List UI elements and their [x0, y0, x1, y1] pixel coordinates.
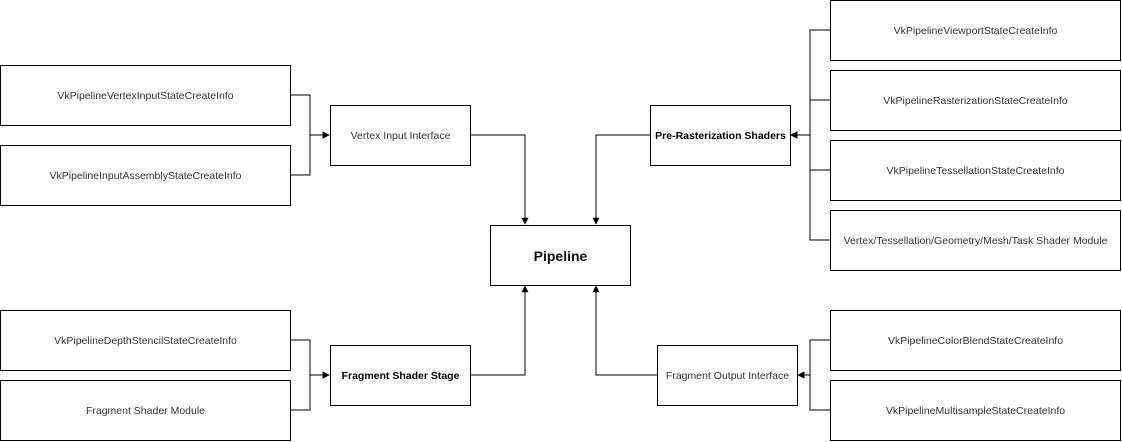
multisample-state-node: VkPipelineMultisampleStateCreateInfo: [830, 380, 1121, 441]
color-blend-state-node: VkPipelineColorBlendStateCreateInfo: [830, 310, 1121, 371]
fragment-output-interface-node: Fragment Output Interface: [657, 345, 798, 406]
edge-pre-rasterization-to-pipeline: [592, 134, 650, 225]
input-assembly-state-node: VkPipelineInputAssemblyStateCreateInfo: [0, 145, 291, 206]
edge-shader-module: [790, 131, 830, 241]
viewport-state-node: VkPipelineViewportStateCreateInfo: [830, 0, 1121, 61]
vertex-input-state-node: VkPipelineVertexInputStateCreateInfo: [0, 65, 291, 126]
vertex-input-interface-node: Vertex Input Interface: [330, 105, 471, 166]
tessellation-state-node: VkPipelineTessellationStateCreateInfo: [830, 140, 1121, 201]
edge-depth-stencil-state: [291, 339, 330, 379]
depth-stencil-state-node: VkPipelineDepthStencilStateCreateInfo: [0, 310, 291, 371]
fragment-shader-module-node: Fragment Shader Module: [0, 380, 291, 441]
edge-vertex-input-interface-to-pipeline: [470, 134, 529, 225]
shader-module-node: Vertex/Tessellation/Geometry/Mesh/Task S…: [830, 210, 1121, 271]
edge-color-blend-state: [797, 339, 830, 379]
pre-rasterization-shaders-node: Pre-Rasterization Shaders: [650, 105, 791, 166]
edge-fragment-shader-stage-to-pipeline: [470, 285, 529, 376]
edge-vertex-input-state: [291, 94, 330, 139]
edge-rasterization-state: [790, 99, 830, 139]
edge-input-assembly-state: [291, 131, 330, 176]
fragment-shader-stage-node: Fragment Shader Stage: [330, 345, 471, 406]
rasterization-state-node: VkPipelineRasterizationStateCreateInfo: [830, 70, 1121, 131]
edge-multisample-state: [797, 371, 830, 411]
edge-fragment-shader-module: [291, 371, 330, 411]
pipeline-node: Pipeline: [490, 225, 631, 286]
edge-fragment-output-to-pipeline: [592, 285, 657, 376]
